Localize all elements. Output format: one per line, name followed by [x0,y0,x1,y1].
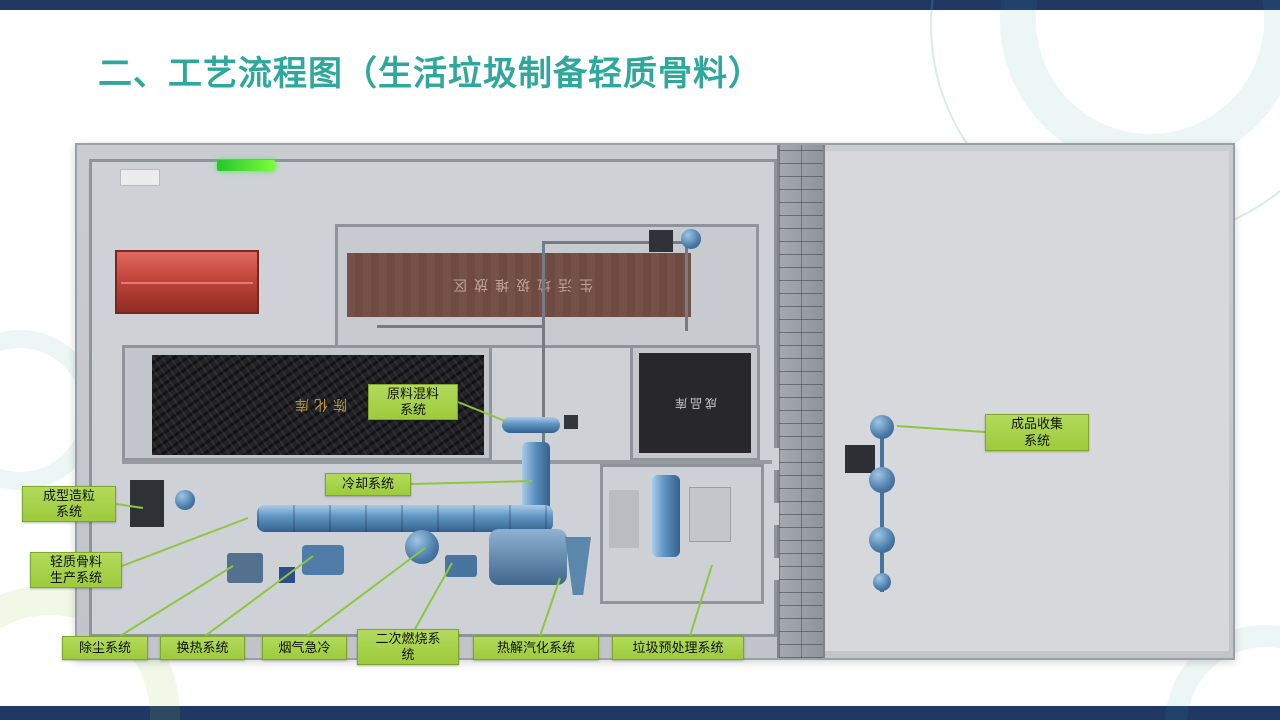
waste-storage-area: 生活垃圾堆放区 [347,253,691,317]
label-lightweight-aggregate-system: 轻质骨料 生产系统 [30,552,122,588]
pretreatment-tank [652,475,680,557]
mixer-motor [564,415,578,429]
label-cooling-system: 冷却系统 [325,473,411,496]
dust-collector [227,553,263,583]
collection-cabinet [845,445,875,473]
silo-dark-area: 成品库 [639,353,751,453]
pretreatment-cabinet [609,490,639,548]
pipe [685,241,688,331]
aging-room-text: 陈化库 [289,397,347,413]
page-title: 二、工艺流程图（生活垃圾制备轻质骨料） [98,55,763,93]
collection-tank [870,415,894,439]
forming-fan [175,490,195,510]
mixer-equipment [502,417,560,433]
collection-tank [873,573,891,591]
interior-wall [122,460,772,464]
collection-tank [869,467,895,493]
factory-diagram: 生活垃圾堆放区 陈化库 成品库 [75,143,1235,660]
heat-exchanger [302,545,344,575]
walkway-stub [767,448,779,470]
quench-unit [405,530,439,564]
storage-area-text: 生活垃圾堆放区 [445,277,593,293]
green-indicator-strip [217,160,275,171]
top-accent-bar [0,0,1280,10]
walkway-stub [767,558,779,580]
red-roof-building [115,250,259,314]
right-yard [825,151,1229,651]
label-secondary-combustion-system: 二次燃烧系 统 [357,629,459,665]
label-raw-mixing-system: 原料混料 系统 [368,384,458,420]
pretreatment-room [600,464,764,604]
collection-tank [869,527,895,553]
rotary-kiln [257,505,553,532]
pipe [542,243,545,448]
bottom-accent-bar [0,706,1280,720]
pyrolysis-gasifier [489,529,567,585]
collection-pipe [880,427,884,592]
small-cabin [120,169,160,186]
walkway-stub [767,503,779,525]
pretreatment-cabinet [689,487,731,542]
label-waste-pretreatment-system: 垃圾预处理系统 [612,636,744,660]
roof-fan [681,229,701,249]
label-flue-gas-quench: 烟气急冷 [262,636,347,660]
roof-equipment-box [649,230,673,252]
label-heat-exchange-system: 换热系统 [160,636,245,660]
forming-machine [130,480,164,527]
pipe [542,241,687,244]
label-dust-removal-system: 除尘系统 [62,636,148,660]
pipe [377,325,544,328]
label-forming-granulation-system: 成型造粒 系统 [22,486,116,522]
label-pyrolysis-gasification-system: 热解汽化系统 [473,636,599,660]
pump [279,567,295,583]
brick-walkway [777,145,825,658]
secondary-combustion-unit [445,555,477,577]
label-product-collection-system: 成品收集 系统 [985,414,1089,451]
silo-room-text: 成品库 [672,395,718,410]
